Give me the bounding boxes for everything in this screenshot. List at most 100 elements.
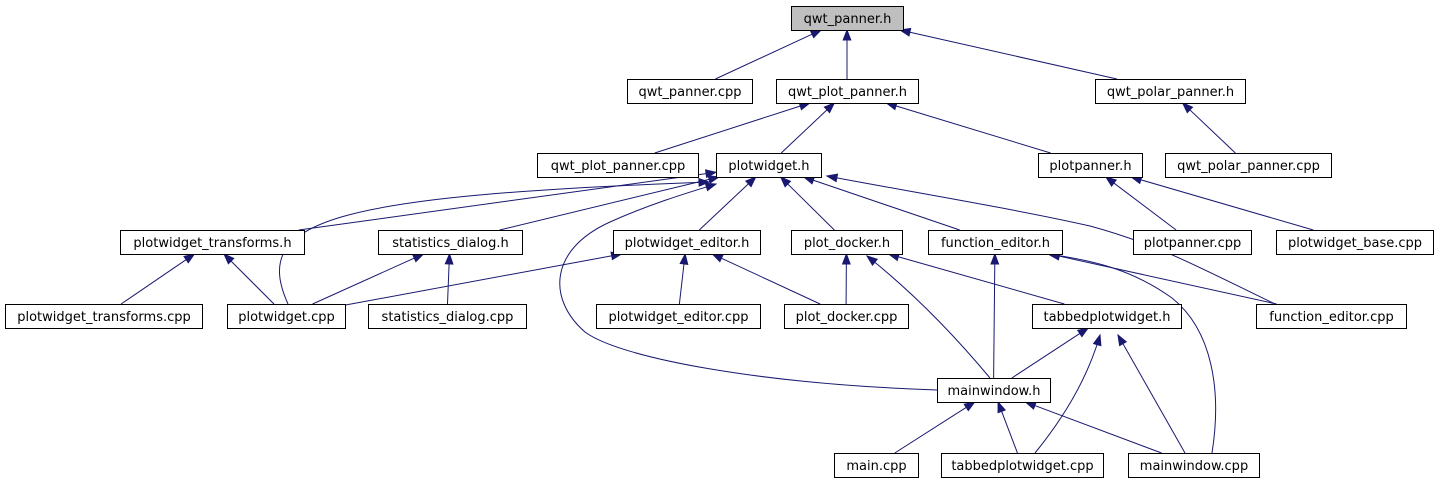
edge-line [812,179,960,231]
node-plotwidget-editor-h[interactable]: plotwidget_editor.h [613,230,761,255]
node-plot-docker-cpp[interactable]: plot_docker.cpp [784,304,909,329]
node-label: plotpanner.h [1049,159,1131,174]
node-qwt-polar-panner-cpp[interactable]: qwt_polar_panner.cpp [1165,153,1332,178]
node-label: plotpanner.cpp [1144,236,1242,251]
edge-qwt-panner-cpp-to-qwt-panner-h [715,29,823,80]
node-box [928,230,1063,255]
edge-arrowhead [779,176,792,188]
node-plotwidget-cpp[interactable]: plotwidget.cpp [227,304,346,329]
node-label: qwt_plot_panner.h [788,85,907,100]
node-label: qwt_panner.h [804,12,892,27]
edge-line [1139,179,1314,231]
edge-arrowhead [711,253,724,263]
node-qwt-panner-h[interactable]: qwt_panner.h [791,6,904,31]
edge-line [826,175,1276,305]
node-plotpanner-cpp[interactable]: plotpanner.cpp [1133,230,1252,255]
node-label: main.cpp [846,459,906,474]
node-label: plotwidget_editor.cpp [608,310,748,325]
edge-qwt-polar-panner-cpp-to-qwt-polar-panner-h [1181,102,1236,154]
edge-plotwidget-editor-cpp-to-plotwidget-editor-h [678,252,689,305]
edge-line [698,182,750,231]
edge-line [894,406,968,454]
edge-arrowhead [679,252,689,265]
edge-plotwidget-cpp-to-statistics-dialog-h [312,253,425,305]
edge-line [678,262,685,305]
edge-line [120,258,188,305]
edge-plotwidget-cpp-to-plotwidget-editor-h [344,251,623,306]
edge-line [908,31,1118,80]
edge-qwt-polar-panner-h-to-qwt-panner-h [898,27,1118,80]
edge-line [279,181,710,305]
node-label: mainwindow.h [948,384,1041,399]
node-plotwidget-editor-cpp[interactable]: plotwidget_editor.cpp [596,304,761,329]
edge-arrowhead [1024,401,1037,410]
node-qwt-plot-panner-cpp[interactable]: qwt_plot_panner.cpp [537,153,699,178]
edge-plotpanner-h-to-qwt-plot-panner-h [885,101,1051,154]
node-plotwidget-transforms-cpp[interactable]: plotwidget_transforms.cpp [5,304,203,329]
node-box [378,230,523,255]
node-mainwindow-h[interactable]: mainwindow.h [937,378,1051,403]
node-label: statistics_dialog.h [392,236,508,251]
edge-line [786,182,835,231]
node-qwt-polar-panner-h[interactable]: qwt_polar_panner.h [1095,79,1246,104]
node-label: plotwidget_editor.h [625,236,750,251]
edge-line [720,257,821,305]
edge-line [1188,108,1236,154]
node-label: statistics_dialog.cpp [382,310,514,325]
edge-mainwindow-cpp-to-function-editor-h [1046,251,1217,454]
node-label: plotwidget_transforms.cpp [17,310,191,325]
edge-line [715,33,814,80]
edge-arrowhead [223,253,235,265]
node-statistics-dialog-h[interactable]: statistics_dialog.h [378,230,523,255]
node-tabbedplotwidget-h[interactable]: tabbedplotwidget.h [1032,304,1182,329]
edge-statistics-dialog-cpp-to-statistics-dialog-h [444,252,454,305]
edge-qwt-plot-panner-h-to-qwt-panner-h [842,28,852,79]
edge-plot-docker-cpp-to-plot-docker-h [841,252,851,305]
node-box [120,230,305,255]
edge-tabbedplotwidget-cpp-to-tabbedplotwidget-h [1034,333,1102,454]
node-label: function_editor.cpp [1269,310,1393,325]
node-function-editor-cpp[interactable]: function_editor.cpp [1256,304,1407,329]
edge-line [446,262,450,305]
node-statistics-dialog-cpp[interactable]: statistics_dialog.cpp [368,304,527,329]
node-label: plot_docker.cpp [796,310,898,325]
node-plot-docker-h[interactable]: plot_docker.h [791,230,903,255]
edge-line [312,257,416,305]
edge-line [1112,182,1177,231]
edge-arrowhead [1104,176,1118,187]
node-label: function_editor.h [941,236,1050,251]
edge-arrowhead [183,253,196,264]
edge-plotwidget-transforms-cpp-to-plotwidget-transforms-h [120,253,196,305]
node-box [776,79,919,104]
edge-line [499,178,711,231]
node-box [791,6,904,31]
edge-main-cpp-to-mainwindow-h [894,401,976,454]
edge-mainwindow-h-to-tabbedplotwidget-h [1011,327,1090,379]
edge-arrowhead [842,28,852,41]
node-label: plotwidget_base.cpp [1288,236,1422,251]
node-label: mainwindow.cpp [1140,459,1248,474]
edges-layer [120,27,1314,454]
node-function-editor-h[interactable]: function_editor.h [928,230,1063,255]
node-plotwidget-base-cpp[interactable]: plotwidget_base.cpp [1276,230,1434,255]
node-box [937,378,1051,403]
edge-line [344,255,613,306]
node-main-cpp[interactable]: main.cpp [834,453,919,478]
node-label: qwt_polar_panner.cpp [1177,159,1320,174]
node-box [596,304,761,329]
node-plotpanner-h[interactable]: plotpanner.h [1038,153,1143,178]
node-plotwidget-transforms-h[interactable]: plotwidget_transforms.h [120,230,305,255]
edge-function-editor-cpp-to-plotwidget-h [825,173,1276,305]
nodes-layer: qwt_panner.h qwt_panner.cpp qwt_plot_panne… [5,6,1434,478]
edge-line [894,105,1051,154]
node-label: tabbedplotwidget.cpp [951,459,1093,474]
edge-line [1011,332,1081,379]
edge-arrowhead [1181,102,1194,114]
node-plotwidget-h[interactable]: plotwidget.h [716,153,822,178]
node-mainwindow-cpp[interactable]: mainwindow.cpp [1128,453,1260,478]
node-qwt-panner-cpp[interactable]: qwt_panner.cpp [627,79,753,104]
node-box [1095,79,1246,104]
node-tabbedplotwidget-cpp[interactable]: tabbedplotwidget.cpp [941,453,1104,478]
node-qwt-plot-panner-h[interactable]: qwt_plot_panner.h [776,79,919,104]
